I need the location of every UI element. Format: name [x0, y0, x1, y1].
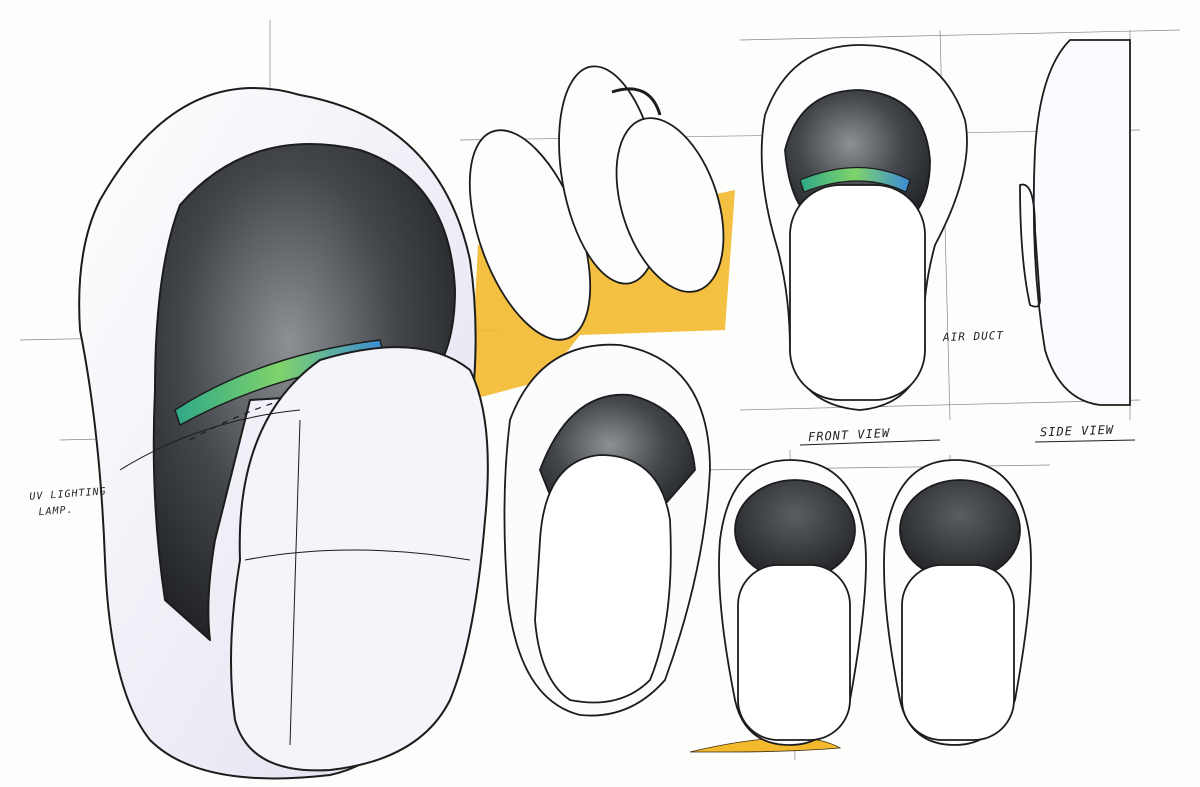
- device-front-view: [760, 44, 968, 411]
- label-underlines: [799, 439, 1136, 446]
- small-front-view-right: [883, 459, 1032, 746]
- device-three-quarter-view: [503, 343, 711, 717]
- small-front-view-left: [718, 459, 867, 746]
- main-device-perspective: [78, 87, 489, 780]
- rotated-shell-study: [468, 65, 725, 341]
- uv-lamp-annotation: UV LIGHTING LAMP.: [29, 484, 108, 521]
- side-view-label: SIDE VIEW: [1039, 422, 1115, 440]
- air-duct-annotation: AIR DUCT: [942, 328, 1005, 345]
- device-side-view: [1019, 39, 1131, 406]
